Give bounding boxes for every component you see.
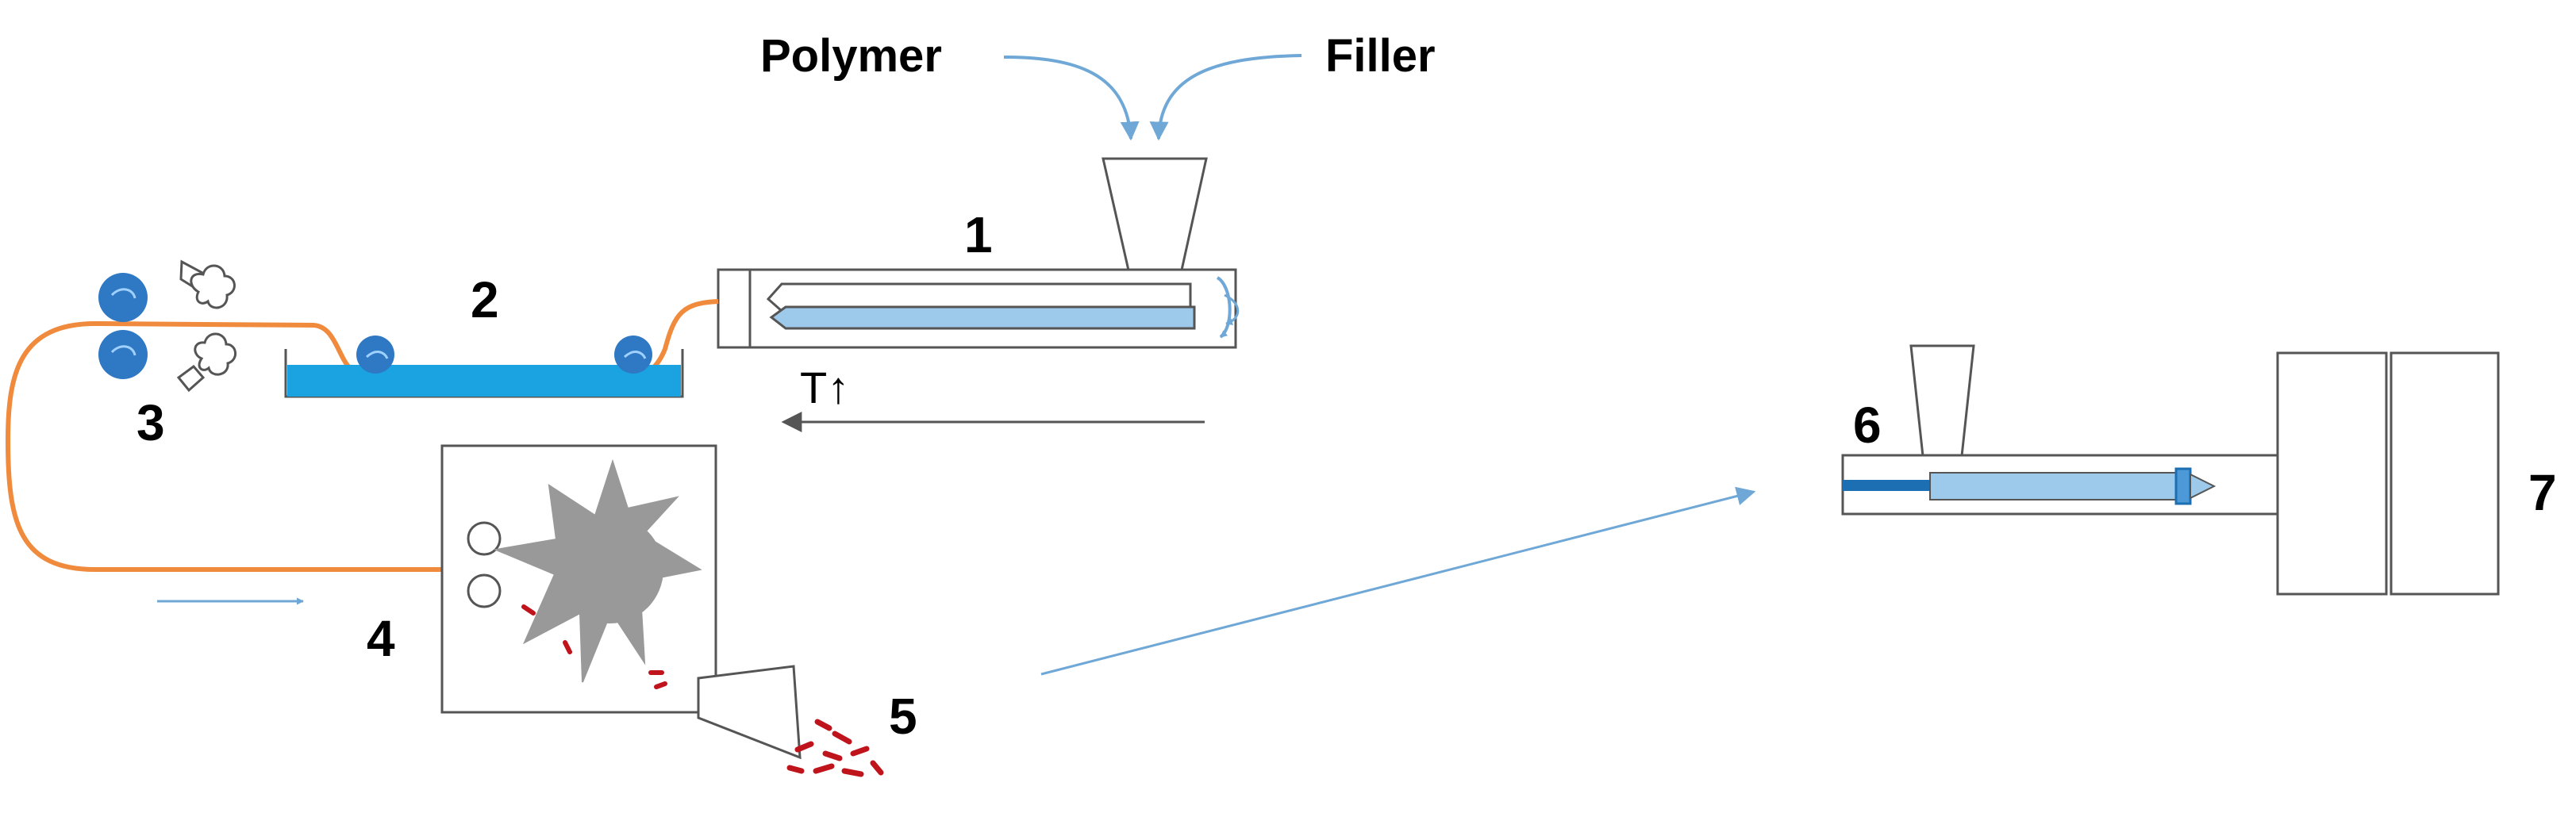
stage-number-7: 7: [2528, 464, 2557, 521]
extruder-screw-lower: [769, 305, 1196, 330]
temperature-label: T↑: [800, 362, 849, 412]
water-bath-water: [287, 365, 681, 397]
feed-roller-top: [467, 521, 502, 556]
pelletizer: [440, 444, 802, 760]
bath-guide-roller-right: [614, 336, 652, 374]
haul-off-rollers: [98, 259, 236, 393]
stage-number-3: 3: [136, 394, 165, 451]
extruder: [717, 157, 1240, 349]
pellet-pieces: [521, 604, 667, 689]
haul-off-roller-top: [98, 273, 148, 322]
water-bath: [284, 336, 684, 398]
mold-half-moving: [2390, 351, 2500, 596]
feed-roller-bottom: [467, 573, 502, 608]
air-blower-icon: [179, 259, 236, 309]
injection-unit: [1841, 344, 2279, 516]
injection-screw-tip: [2190, 473, 2217, 500]
filler-label: Filler: [1325, 30, 1436, 82]
pellets: [786, 719, 884, 777]
polymer-label: Polymer: [760, 30, 942, 82]
injection-hopper: [1909, 344, 1975, 458]
stage-number-2: 2: [471, 271, 499, 328]
injection-check-ring: [2174, 467, 2192, 505]
mold: [2276, 351, 2500, 596]
stage-number-5: 5: [889, 688, 917, 745]
injection-ram: [1843, 480, 1930, 491]
polymer-feed-arrow: [1003, 56, 1140, 141]
stage-number-1: 1: [964, 206, 993, 263]
rotation-icon-2: [1224, 293, 1240, 325]
polymer-strand: [6, 299, 719, 572]
filler-feed-arrow: [1149, 54, 1302, 141]
stage-number-4: 4: [367, 610, 395, 667]
extruder-die-plate: [717, 268, 752, 349]
rotation-icon: [1216, 276, 1232, 339]
stage-number-6: 6: [1853, 397, 1882, 454]
air-blower-icon: [176, 332, 236, 393]
pellet-outlet-chute: [697, 665, 802, 760]
injection-screw: [1929, 472, 2177, 500]
transfer-arrow: [1040, 486, 1756, 676]
haul-off-roller-bottom: [98, 330, 148, 379]
bath-guide-roller-left: [356, 336, 394, 374]
extruder-hopper: [1102, 157, 1208, 275]
mold-half-fixed: [2276, 351, 2388, 596]
